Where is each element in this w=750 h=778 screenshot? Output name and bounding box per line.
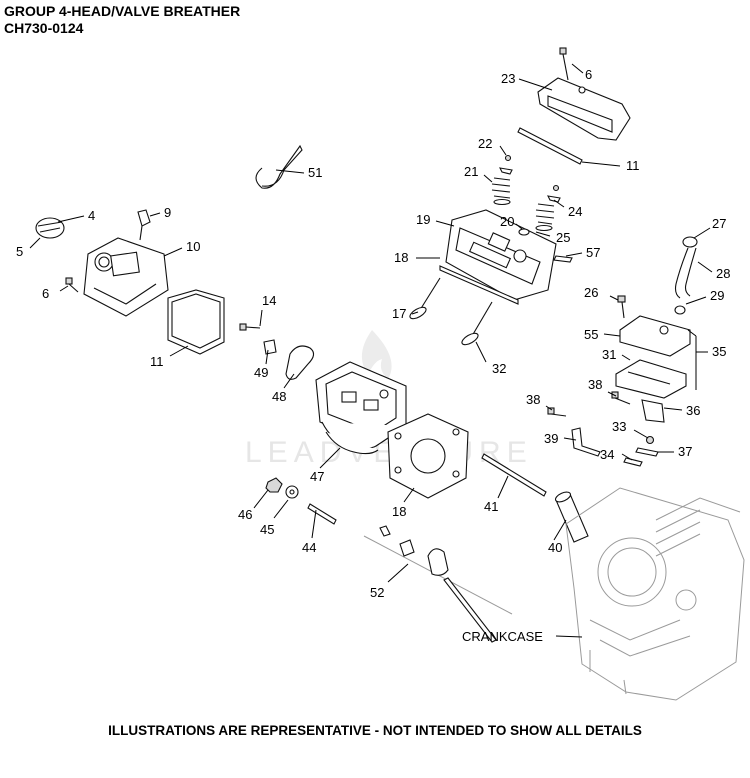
callout-21[interactable]: 21: [464, 164, 478, 179]
part-cover-gasket-strip[interactable]: [517, 127, 583, 165]
part-lower-breather-assembly[interactable]: [363, 525, 513, 643]
callout-4[interactable]: 4: [88, 208, 95, 223]
callout-5[interactable]: 5: [16, 244, 23, 259]
callout-44[interactable]: 44: [302, 540, 316, 555]
callout-11-left[interactable]: 11: [150, 354, 164, 369]
part-crankcase: [565, 487, 745, 701]
callout-38-right[interactable]: 38: [588, 377, 602, 392]
flame-watermark-icon: [361, 330, 392, 379]
model-code: CH730-0124: [4, 20, 84, 36]
part-filter-block[interactable]: [641, 399, 665, 423]
part-breather-hose[interactable]: [674, 236, 698, 299]
callout-40[interactable]: 40: [548, 540, 562, 555]
callout-6-left[interactable]: 6: [42, 286, 49, 301]
part-valve-lifter[interactable]: [554, 490, 589, 543]
part-rocker-arm[interactable]: [285, 345, 315, 380]
callout-24[interactable]: 24: [568, 204, 582, 219]
part-hose-clamp[interactable]: [674, 305, 686, 315]
part-washer-45[interactable]: [285, 485, 299, 499]
callout-17[interactable]: 17: [392, 306, 406, 321]
part-screw-38-right[interactable]: [611, 391, 631, 405]
part-push-rod[interactable]: [481, 453, 547, 497]
callout-49[interactable]: 49: [254, 365, 268, 380]
callout-45[interactable]: 45: [260, 522, 274, 537]
part-nut-46[interactable]: [265, 477, 283, 493]
disclaimer-footer: ILLUSTRATIONS ARE REPRESENTATIVE - NOT I…: [108, 723, 642, 738]
part-head-gasket[interactable]: [387, 413, 469, 499]
callout-23[interactable]: 23: [501, 71, 515, 86]
part-clip-34[interactable]: [623, 457, 643, 467]
part-oil-fill-cap[interactable]: [35, 217, 65, 239]
callout-26[interactable]: 26: [584, 285, 598, 300]
callout-37[interactable]: 37: [678, 444, 692, 459]
callout-9[interactable]: 9: [164, 205, 171, 220]
part-rocker-pivot[interactable]: [263, 339, 277, 355]
watermark: LEADVENTURE: [245, 330, 533, 469]
callout-27[interactable]: 27: [712, 216, 726, 231]
part-cable-tie[interactable]: [255, 144, 303, 189]
part-head-gasket-line[interactable]: [439, 265, 519, 305]
part-breather-cover[interactable]: [619, 315, 691, 357]
callout-crankcase[interactable]: CRANKCASE: [462, 629, 543, 644]
part-clip-37[interactable]: [635, 447, 659, 457]
callout-29[interactable]: 29: [710, 288, 724, 303]
callout-39[interactable]: 39: [544, 431, 558, 446]
callout-47[interactable]: 47: [310, 469, 324, 484]
callout-52[interactable]: 52: [370, 585, 384, 600]
callout-36[interactable]: 36: [686, 403, 700, 418]
leader-lines: [29, 63, 713, 638]
callout-34[interactable]: 34: [600, 447, 614, 462]
part-screw-14[interactable]: [239, 323, 261, 331]
part-intake-valve[interactable]: [408, 277, 441, 321]
part-breather-elbow[interactable]: [137, 209, 151, 241]
part-pin[interactable]: [553, 255, 573, 263]
part-screw-breather[interactable]: [617, 295, 626, 319]
part-screw-top[interactable]: [559, 47, 569, 81]
part-valve-cover-gasket[interactable]: [167, 289, 225, 355]
part-screw-38-left[interactable]: [547, 407, 567, 417]
part-valve-spring-left[interactable]: [491, 154, 513, 206]
callout-46[interactable]: 46: [238, 507, 252, 522]
part-valve-spring-right[interactable]: [535, 184, 561, 232]
callout-18-gasket[interactable]: 18: [392, 504, 406, 519]
callout-18-top[interactable]: 18: [394, 250, 408, 265]
part-valve-cover[interactable]: [537, 77, 631, 141]
part-screw-6-left[interactable]: [65, 277, 79, 293]
callout-48[interactable]: 48: [272, 389, 286, 404]
watermark-text: LEADVENTURE: [245, 436, 533, 469]
callout-labels: 23 6 22 11 21 51 24 4 9 19 20 25 27 5 10…: [16, 67, 730, 644]
callout-38-left[interactable]: 38: [526, 392, 540, 407]
callout-22[interactable]: 22: [478, 136, 492, 151]
callout-14[interactable]: 14: [262, 293, 276, 308]
part-nut-33[interactable]: [645, 435, 655, 445]
callout-57[interactable]: 57: [586, 245, 600, 260]
callout-19[interactable]: 19: [416, 212, 430, 227]
part-valve-cover-left[interactable]: [83, 237, 169, 317]
part-bracket-39[interactable]: [571, 427, 601, 457]
callout-20[interactable]: 20: [500, 214, 514, 229]
callout-35[interactable]: 35: [712, 344, 726, 359]
callout-51[interactable]: 51: [308, 165, 322, 180]
part-cylinder-head-main[interactable]: [315, 361, 407, 455]
part-seal[interactable]: [518, 228, 530, 236]
part-breather-plate[interactable]: [615, 359, 687, 399]
callout-55[interactable]: 55: [584, 327, 598, 342]
callout-10[interactable]: 10: [186, 239, 200, 254]
callout-11-top[interactable]: 11: [626, 158, 640, 173]
callout-41[interactable]: 41: [484, 499, 498, 514]
part-stud-44[interactable]: [307, 503, 337, 525]
callout-31[interactable]: 31: [602, 347, 616, 362]
diagram-title: GROUP 4-HEAD/VALVE BREATHER: [4, 3, 241, 19]
callout-33[interactable]: 33: [612, 419, 626, 434]
callout-32[interactable]: 32: [492, 361, 506, 376]
callout-6-top[interactable]: 6: [585, 67, 592, 82]
callout-28[interactable]: 28: [716, 266, 730, 281]
callout-25[interactable]: 25: [556, 230, 570, 245]
part-exhaust-valve[interactable]: [460, 301, 493, 347]
